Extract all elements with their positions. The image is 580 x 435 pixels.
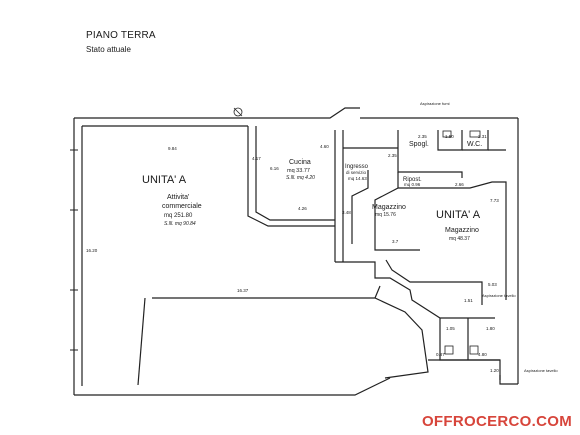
- magazzino-small-area: mq 15.76: [375, 212, 396, 218]
- outer-wall-top: [74, 107, 360, 119]
- dim: 9.84: [168, 146, 177, 151]
- dim: 1.05: [446, 326, 455, 331]
- ingresso-area: mq 14.63: [348, 176, 367, 181]
- ingresso-label: Ingresso: [345, 164, 369, 170]
- dimension-labels: 9.84 4.17 6.16 4.26 4.60 2.35 2.35 1.50 …: [86, 134, 499, 373]
- wall-magazzino-right: [398, 181, 507, 300]
- dim: 3.48: [342, 210, 351, 215]
- aspirazione-top: Aspirazione fumi: [420, 101, 450, 106]
- lower-area-outline: [152, 297, 429, 379]
- sink-icon: [442, 130, 452, 138]
- room-labels: UNITA' A Attivita' commerciale mq 251.80…: [142, 141, 482, 242]
- dim: 6.16: [270, 166, 279, 171]
- dim: 4.26: [298, 206, 307, 211]
- dim: 4.80: [478, 352, 487, 357]
- dim: 16.20: [86, 248, 98, 253]
- toilet-icon: [469, 130, 481, 138]
- dim: 1.80: [486, 326, 495, 331]
- chimney-icon: [233, 107, 243, 117]
- fixtures: [233, 107, 481, 355]
- toilet-icon: [444, 345, 454, 355]
- dim: 2.66: [455, 182, 464, 187]
- dim: 2.31: [478, 134, 487, 139]
- dim: 4.17: [252, 156, 261, 161]
- page-subtitle: Stato attuale: [86, 45, 131, 54]
- window-marks: [70, 149, 78, 351]
- dim: 7.73: [490, 198, 499, 203]
- unita-a-right-label: UNITA' A: [436, 209, 481, 221]
- aspirazione-bottom: Aspirazione tavello: [524, 368, 558, 373]
- unita-a-left-sub: S.lll. mq 90.84: [164, 221, 196, 227]
- dim: 1.50: [445, 134, 454, 139]
- cucina-area: mq 33.77: [287, 168, 310, 174]
- unita-a-left-use: Attivita': [167, 194, 189, 201]
- unita-a-left-label: UNITA' A: [142, 174, 187, 186]
- dim: 4.60: [320, 144, 329, 149]
- watermark: OFFROCERCO.COM: [421, 413, 572, 430]
- page-title: PIANO TERRA: [86, 30, 156, 41]
- aspirazione-mid: Aspirazione tavello: [482, 293, 516, 298]
- unita-a-right-use: Magazzino: [445, 227, 479, 234]
- cucina-label: Cucina: [289, 159, 311, 166]
- outer-wall-right-bottom: [499, 375, 518, 385]
- dim: 5.03: [488, 282, 497, 287]
- dim: 1.20: [490, 368, 499, 373]
- notes: Aspirazione fumi Aspirazione tavello Asp…: [420, 101, 558, 373]
- ripost-area: mq 0.96: [404, 182, 421, 187]
- sink-icon: [469, 345, 479, 355]
- cucina-sub: S.lll. mq 4.20: [286, 175, 315, 181]
- ingresso-sub: di servizio: [346, 170, 367, 175]
- dim: 2.35: [418, 134, 427, 139]
- dim: 2.35: [388, 153, 397, 158]
- dim: 0.87: [436, 352, 445, 357]
- wall-cucina-left: [247, 126, 335, 227]
- spogl-label: Spogl.: [409, 141, 429, 148]
- ripost-label: Ripost.: [403, 177, 422, 183]
- wc-label: W.C.: [467, 141, 482, 148]
- unita-a-right-area: mq 48.37: [449, 236, 470, 242]
- dim: 3.7: [392, 239, 399, 244]
- unita-a-left-area: mq 251.80: [164, 213, 193, 219]
- dim: 16.37: [237, 288, 249, 293]
- unita-a-left-use2: commerciale: [162, 203, 202, 210]
- magazzino-small-label: Magazzino: [372, 204, 406, 211]
- outer-wall-bottom: [74, 377, 391, 396]
- dim: 1.51: [464, 298, 473, 303]
